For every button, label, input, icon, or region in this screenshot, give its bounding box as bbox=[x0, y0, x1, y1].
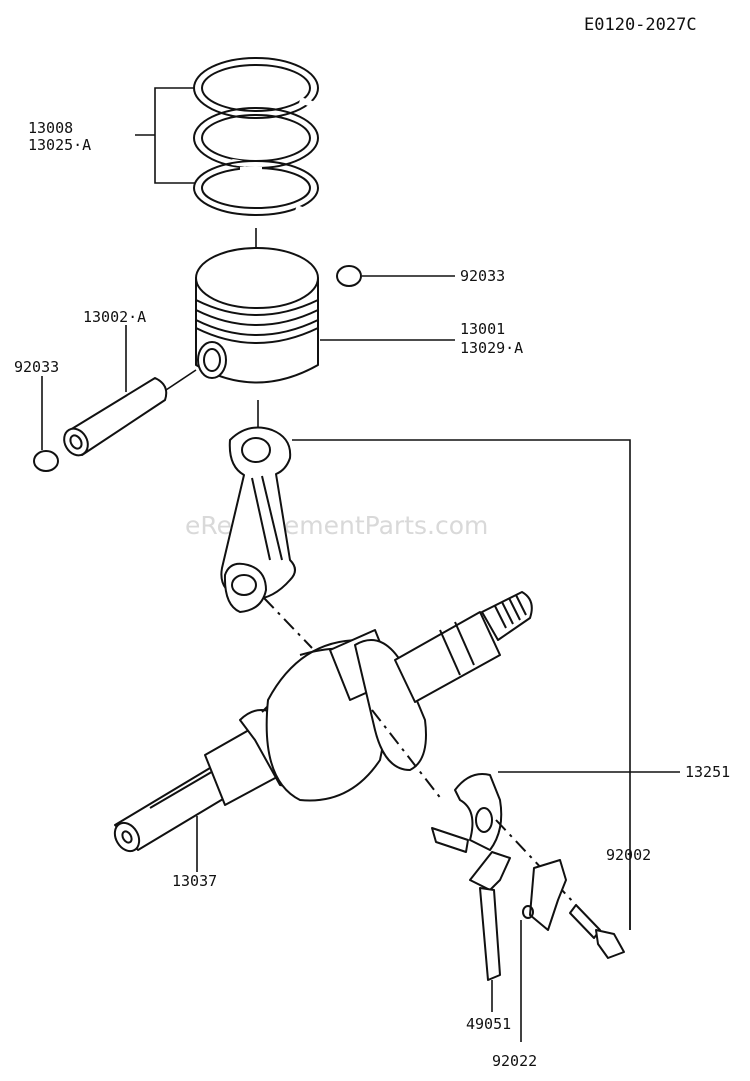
connecting-rod-bolt[interactable] bbox=[569, 904, 625, 959]
callout-bearing: 13251 bbox=[685, 763, 730, 781]
piston[interactable] bbox=[195, 247, 319, 384]
callout-rings-b: 13025·A bbox=[28, 136, 91, 154]
diagram-code: E0120-2027C bbox=[584, 15, 697, 35]
callout-clip-left: 92033 bbox=[14, 358, 59, 376]
lock-washer[interactable] bbox=[522, 859, 567, 931]
connecting-rod[interactable] bbox=[220, 426, 296, 613]
crankshaft[interactable] bbox=[110, 591, 533, 855]
snap-ring-left[interactable] bbox=[33, 450, 59, 472]
piston-rings[interactable] bbox=[193, 57, 319, 216]
callout-piston-a: 13001 bbox=[460, 320, 505, 338]
callout-crankshaft: 13037 bbox=[172, 872, 217, 890]
callout-pin-a: 13002·A bbox=[83, 308, 146, 326]
callout-bolt: 92002 bbox=[606, 846, 651, 864]
piston-pin[interactable] bbox=[59, 377, 168, 460]
oil-dipper[interactable] bbox=[469, 851, 511, 981]
callout-oil-dipper: 49051 bbox=[466, 1015, 511, 1033]
callout-clip-top: 92033 bbox=[460, 267, 505, 285]
snap-ring-top[interactable] bbox=[336, 265, 362, 287]
callout-piston-b: 13029·A bbox=[460, 339, 523, 357]
rod-bearing-cap[interactable] bbox=[431, 773, 503, 853]
callout-rings-a: 13008 bbox=[28, 119, 73, 137]
callout-lock-washer: 92022 bbox=[492, 1052, 537, 1070]
